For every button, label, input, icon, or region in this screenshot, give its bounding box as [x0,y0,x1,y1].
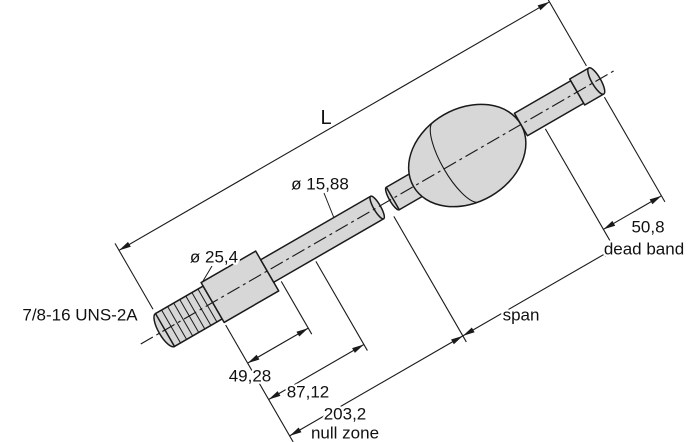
extension-line [114,243,154,310]
extension-line [315,261,368,351]
label-dead-band-caption: dead band [604,240,684,259]
label-dim-87-12: 87,12 [287,383,330,402]
dimension-line-dead-band [603,195,662,230]
extension-line [544,0,587,67]
sensor-assembly [114,0,666,442]
dimension-line-span [462,247,615,337]
label-body-diameter: ø 25,4 [190,248,238,267]
dimension-labels: L ø 15,88 ø 25,4 7/8-16 UNS-2A 50,8 dead… [20,105,686,442]
extension-line [603,96,666,203]
leader-rod-diameter [323,192,335,219]
leader-body-diameter [202,265,213,282]
label-dim-49-28: 49,28 [229,367,272,386]
extension-line [393,216,467,343]
label-rod-diameter: ø 15,88 [291,175,349,194]
extension-line [544,128,619,255]
label-total-length: L [320,107,331,129]
label-null-zone-value: 203,2 [324,405,367,424]
probe-rod-segment-3 [513,79,585,137]
dimension-line-total-length [118,1,550,251]
extension-line [280,281,313,335]
extension-line [225,324,294,442]
label-span: span [503,306,540,325]
dimension-line-null-zone [289,335,464,437]
label-null-zone-caption: null zone [311,424,379,442]
label-dead-band-value: 50,8 [631,218,664,237]
dimension-line-49-28 [247,327,309,364]
label-thread-spec: 7/8-16 UNS-2A [22,306,138,325]
